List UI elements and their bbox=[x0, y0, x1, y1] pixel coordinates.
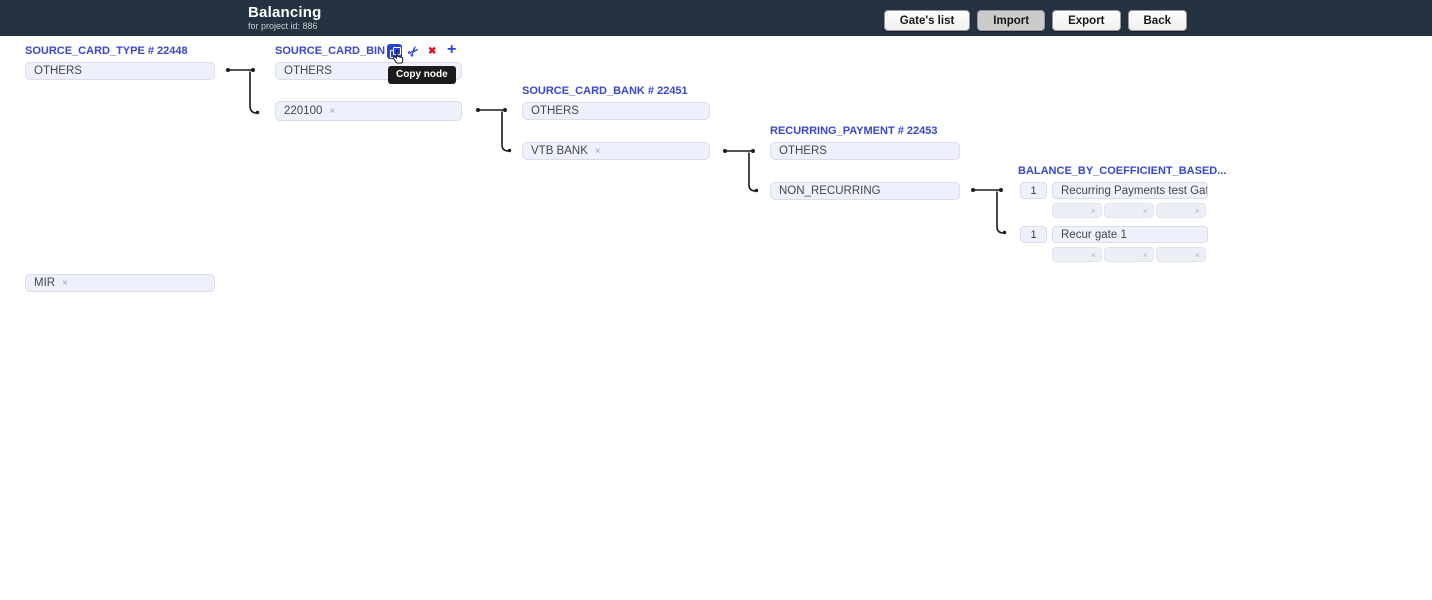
node-label: VTB BANK bbox=[531, 145, 588, 157]
top-bar: Balancing for project id: 886 Gate's lis… bbox=[0, 0, 1432, 36]
project-id-subtitle: for project id: 886 bbox=[248, 21, 318, 31]
back-button[interactable]: Back bbox=[1127, 10, 1187, 31]
copy-node-tooltip: Copy node bbox=[388, 66, 456, 84]
gate-slot[interactable]: × bbox=[1052, 203, 1102, 218]
gate-slot[interactable]: × bbox=[1104, 203, 1154, 218]
copy-icon bbox=[387, 44, 402, 59]
node-others-card-type[interactable]: OTHERS bbox=[25, 62, 215, 80]
node-vtb-bank[interactable]: VTB BANK × bbox=[522, 142, 710, 160]
remove-slot-icon[interactable]: × bbox=[1194, 249, 1200, 260]
node-label: OTHERS bbox=[779, 145, 827, 157]
node-220100[interactable]: 220100 × bbox=[275, 101, 462, 121]
export-button[interactable]: Export bbox=[1052, 10, 1121, 31]
gate-slot[interactable]: × bbox=[1052, 247, 1102, 262]
remove-slot-icon[interactable]: × bbox=[1090, 205, 1096, 216]
node-mir[interactable]: MIR × bbox=[25, 274, 215, 292]
header-buttons: Gate's list Import Export Back bbox=[883, 10, 1187, 31]
gate-slot[interactable]: × bbox=[1104, 247, 1154, 262]
node-label: NON_RECURRING bbox=[779, 185, 881, 197]
gate-coefficient-input[interactable]: 1 bbox=[1020, 226, 1047, 243]
remove-slot-icon[interactable]: × bbox=[1090, 249, 1096, 260]
column-title-source-card-bin: SOURCE_CARD_BIN ... bbox=[275, 45, 398, 57]
import-button[interactable]: Import bbox=[977, 10, 1046, 31]
remove-tag-icon[interactable]: × bbox=[594, 145, 601, 157]
column-title-balance-by-coefficient: BALANCE_BY_COEFFICIENT_BASED... bbox=[1018, 165, 1227, 177]
remove-slot-icon[interactable]: × bbox=[1142, 205, 1148, 216]
page-title: Balancing bbox=[248, 4, 322, 21]
remove-tag-icon[interactable]: × bbox=[329, 105, 336, 117]
node-label: OTHERS bbox=[284, 65, 332, 77]
gate-coefficient-input[interactable]: 1 bbox=[1020, 182, 1047, 199]
delete-node-icon[interactable]: ✖ bbox=[428, 46, 437, 57]
gates-list-button[interactable]: Gate's list bbox=[883, 10, 971, 31]
cut-node-icon[interactable]: ✂ bbox=[404, 42, 423, 61]
node-non-recurring[interactable]: NON_RECURRING bbox=[770, 182, 960, 200]
node-label: MIR bbox=[34, 277, 56, 289]
gate-name[interactable]: Recurring Payments test Gate bbox=[1052, 182, 1208, 199]
column-title-recurring-payment: RECURRING_PAYMENT # 22453 bbox=[770, 125, 938, 137]
node-label: OTHERS bbox=[531, 105, 579, 117]
gate-name[interactable]: Recur gate 1 bbox=[1052, 226, 1208, 243]
remove-slot-icon[interactable]: × bbox=[1142, 249, 1148, 260]
node-others-card-bank[interactable]: OTHERS bbox=[522, 102, 710, 120]
gate-slot[interactable]: × bbox=[1156, 247, 1206, 262]
column-title-source-card-bank: SOURCE_CARD_BANK # 22451 bbox=[522, 85, 688, 97]
column-title-source-card-type: SOURCE_CARD_TYPE # 22448 bbox=[25, 45, 188, 57]
remove-tag-icon[interactable]: × bbox=[62, 277, 68, 289]
node-label: 220100 bbox=[284, 105, 323, 117]
gate-slot[interactable]: × bbox=[1156, 203, 1206, 218]
title-block: Balancing for project id: 886 bbox=[248, 4, 321, 31]
add-node-icon[interactable]: + bbox=[447, 41, 457, 58]
remove-slot-icon[interactable]: × bbox=[1194, 205, 1200, 216]
node-others-recurring[interactable]: OTHERS bbox=[770, 142, 960, 160]
node-label: OTHERS bbox=[34, 65, 82, 77]
copy-node-button[interactable] bbox=[387, 44, 402, 59]
